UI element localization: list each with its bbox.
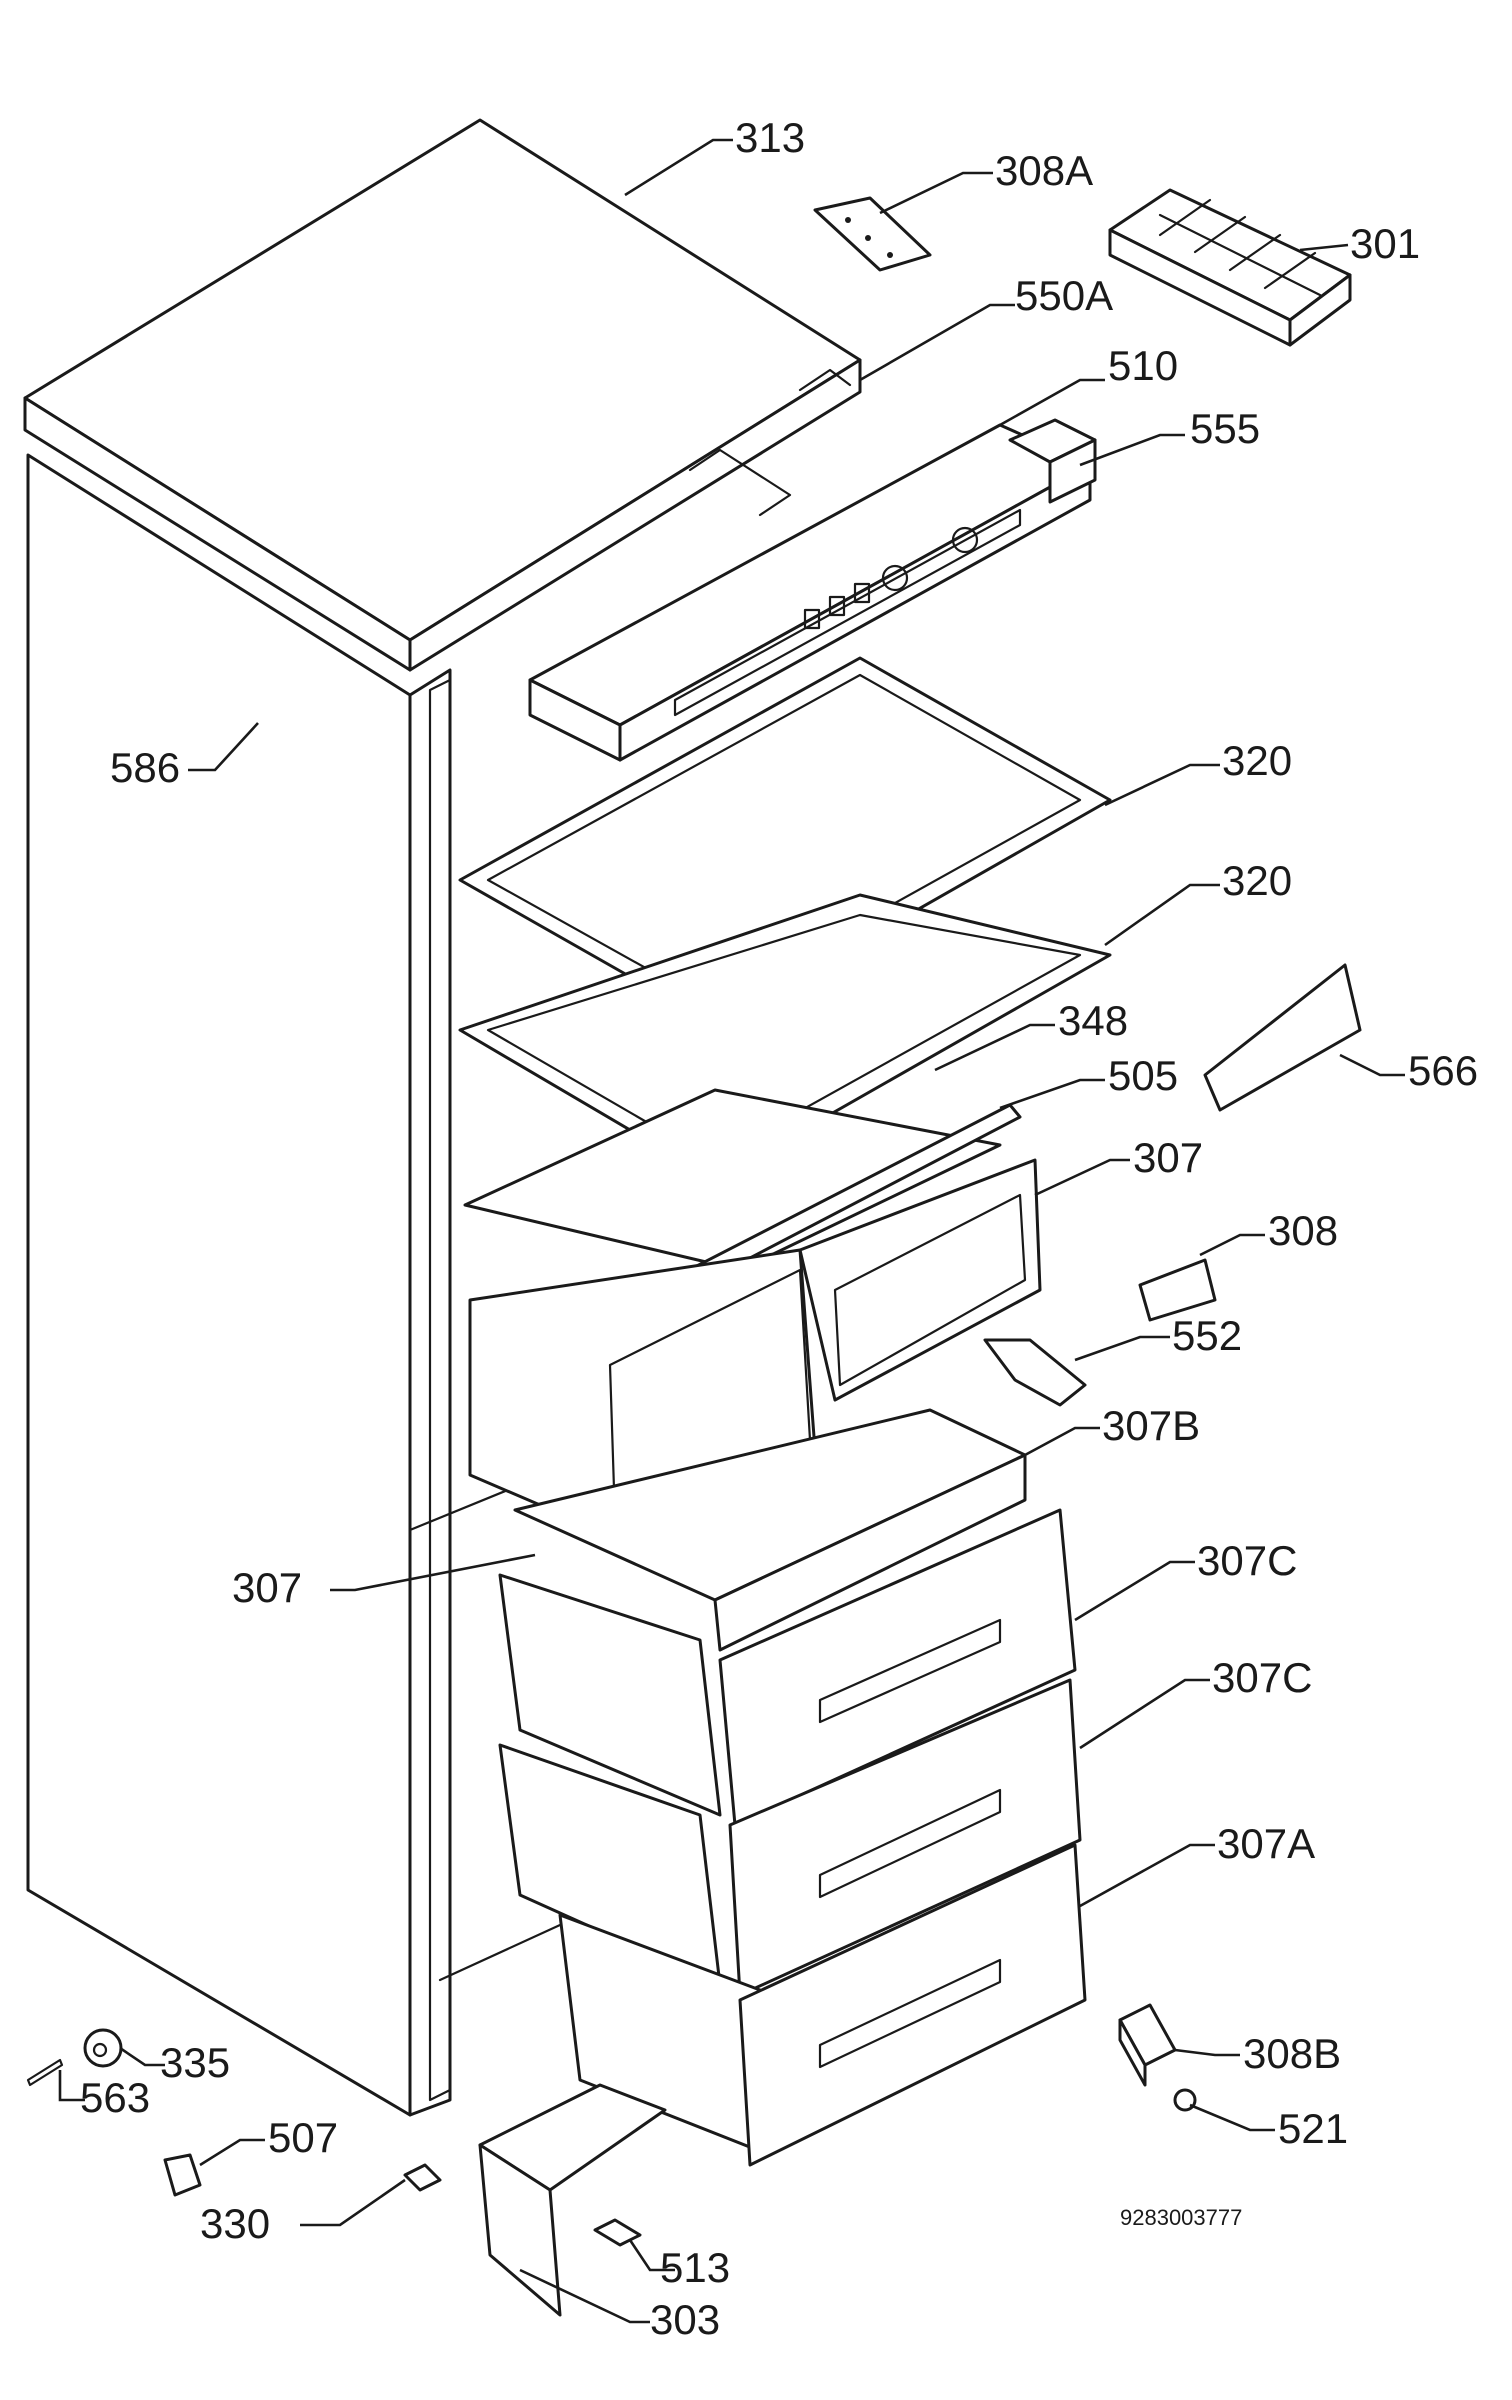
freezer-drawer-307C-lower xyxy=(498,1678,1082,1997)
callout-552: 552 xyxy=(1172,1312,1242,1359)
callout-labels: 313 308A 301 550A 510 555 586 320 320 34… xyxy=(80,114,1478,2343)
foot-330 xyxy=(403,2163,442,2192)
callout-303: 303 xyxy=(650,2296,720,2343)
callout-307C-lower: 307C xyxy=(1212,1654,1312,1701)
light-cover-555 xyxy=(1008,418,1097,504)
callout-550A: 550A xyxy=(1015,272,1113,319)
callout-335: 335 xyxy=(160,2039,230,2086)
crisper-drawer-307-right xyxy=(798,1158,1042,1402)
clip-513 xyxy=(593,2218,642,2247)
ice-tray-301 xyxy=(1108,188,1352,347)
leader-lines xyxy=(58,138,1405,2324)
callout-521: 521 xyxy=(1278,2105,1348,2152)
document-number: 9283003777 xyxy=(1120,2205,1242,2230)
pin-563 xyxy=(26,2058,64,2087)
callout-330: 330 xyxy=(200,2200,270,2247)
clip-507 xyxy=(163,2153,202,2197)
part-552 xyxy=(983,1338,1087,1407)
callout-555: 555 xyxy=(1190,405,1260,452)
callout-313: 313 xyxy=(735,114,805,161)
callout-307C-upper: 307C xyxy=(1197,1537,1297,1584)
plinth-303 xyxy=(478,2083,667,2317)
callout-301: 301 xyxy=(1350,220,1420,267)
callout-320-lower: 320 xyxy=(1222,857,1292,904)
callout-320-upper: 320 xyxy=(1222,737,1292,784)
callout-507: 507 xyxy=(268,2114,338,2161)
hinge-plate-308A xyxy=(813,196,932,272)
freezer-drawer-307C-upper xyxy=(498,1508,1077,1827)
callout-513: 513 xyxy=(660,2244,730,2291)
callout-307-left: 307 xyxy=(232,1564,302,1611)
callout-563: 563 xyxy=(80,2074,150,2121)
callout-307B: 307B xyxy=(1102,1402,1200,1449)
hinge-308B xyxy=(1118,2003,1177,2087)
callout-308A: 308A xyxy=(995,147,1093,194)
hinge-308 xyxy=(1138,1258,1217,1322)
callout-586: 586 xyxy=(110,744,180,791)
callout-566: 566 xyxy=(1408,1047,1478,1094)
callout-505: 505 xyxy=(1108,1052,1178,1099)
control-panel-510 xyxy=(528,423,1092,762)
glass-plate-348 xyxy=(463,1088,1002,1272)
part-566 xyxy=(1203,963,1362,1112)
callout-308: 308 xyxy=(1268,1207,1338,1254)
cabinet-body xyxy=(26,453,562,2117)
callout-308B: 308B xyxy=(1243,2030,1341,2077)
top-cover-313 xyxy=(23,118,862,672)
callout-510: 510 xyxy=(1108,342,1178,389)
callout-307A: 307A xyxy=(1217,1820,1315,1867)
callout-307-top: 307 xyxy=(1133,1134,1203,1181)
callout-348: 348 xyxy=(1058,997,1128,1044)
freezer-drawer-307A xyxy=(558,1843,1087,2167)
cap-335 xyxy=(83,2028,123,2068)
